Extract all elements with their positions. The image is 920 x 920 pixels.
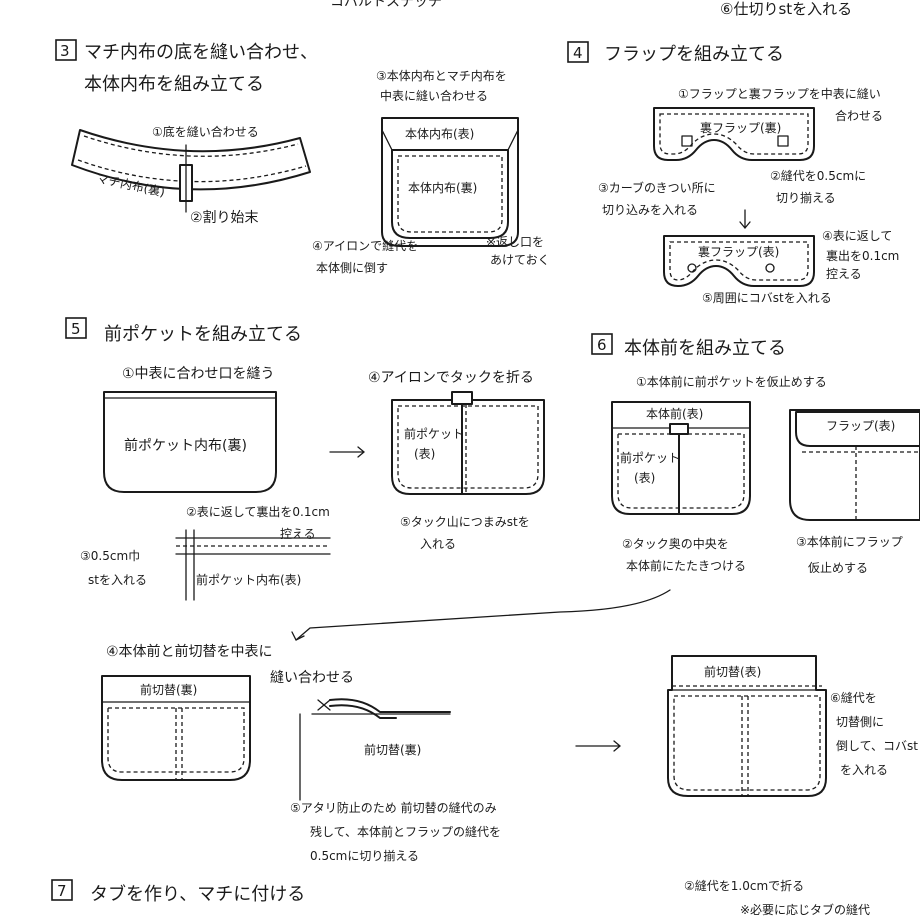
step-3-title-line1: マチ内布の底を縫い合わせ、 xyxy=(84,42,318,63)
step-7-note-extra: ※必要に応じタブの縫代 xyxy=(740,902,870,917)
step-6-note-4-line2: 縫い合わせる xyxy=(270,670,354,686)
step-7-number-box xyxy=(51,879,73,901)
body-front-finished-illustration xyxy=(667,655,827,797)
step-4-note-2-line1: ②縫代を0.5cmに xyxy=(770,168,866,183)
label-back-flap-right: 裏フラップ(表) xyxy=(698,244,779,259)
step-5-note-3-line2: stを入れる xyxy=(88,573,147,587)
step-4-note-1-line2: 合わせる xyxy=(835,108,883,123)
step-5: 5 前ポケットを組み立てる ①中表に合わせ口を縫う 前ポケット内布(裏) ④アイ… xyxy=(65,317,545,601)
label-pocket-front-2: (表) xyxy=(414,447,435,461)
label-pocket-front-1: 前ポケット xyxy=(404,426,464,441)
pocket-front-illustration xyxy=(391,391,545,495)
step-6-note-5-line1: ⑤アタリ防止のため 前切替の縫代のみ xyxy=(290,800,497,815)
step-3-title-line2: 本体内布を組み立てる xyxy=(84,74,264,95)
step-3-note-4-line1: ④アイロンで縫代を xyxy=(312,238,418,253)
step-3-note-5-line1: ※返し口を xyxy=(486,235,544,249)
label-pocket-on-body-1: 前ポケット xyxy=(620,450,680,465)
label-body-front: 本体前(表) xyxy=(646,406,703,421)
label-back-flap-wrong: 裏フラップ(裏) xyxy=(700,120,781,135)
step-4-title: フラップを組み立てる xyxy=(604,44,784,65)
step-5-note-2-line1: ②表に返して裏出を0.1cm xyxy=(186,504,330,519)
step-5-note-1: ①中表に合わせ口を縫う xyxy=(122,366,275,382)
step-3-note-1: ①底を縫い合わせる xyxy=(152,124,259,139)
body-front-joined-illustration xyxy=(101,675,251,781)
step-7-number: 7 xyxy=(57,882,67,900)
step-6-number: 6 xyxy=(597,336,607,354)
step-7-note-2: ②縫代を1.0cmで折る xyxy=(684,878,804,893)
step-5-note-3-line1: ③0.5cm巾 xyxy=(80,549,140,563)
step-3-note-4-line2: 本体側に倒す xyxy=(316,261,388,275)
pocket-inner-illustration xyxy=(103,391,277,493)
step-6-note-6-line1: ⑥縫代を xyxy=(830,690,877,705)
step-6-note-6-line2: 切替側に xyxy=(836,715,884,729)
step-5-note-5-line1: ⑤タック山につまみstを xyxy=(400,515,530,529)
step-4-note-3-line2: 切り込みを入れる xyxy=(602,203,698,217)
step-6-note-6-line3: 倒して、コバst xyxy=(836,739,918,753)
label-front-switch-right: 前切替(表) xyxy=(704,664,761,679)
step-6-number-box xyxy=(591,333,613,355)
step-5-number: 5 xyxy=(71,320,81,338)
label-front-switch-2: 前切替(裏) xyxy=(364,742,421,757)
label-pocket-inner-wrong: 前ポケット内布(裏) xyxy=(124,437,247,454)
step-6: 6 本体前を組み立てる ①本体前に前ポケットを仮止めする 本体前(表) 前ポケッ… xyxy=(101,333,920,863)
step-7-title: タブを作り、マチに付ける xyxy=(90,883,305,905)
body-front-with-pocket-illustration xyxy=(611,401,751,515)
step-3-note-2: ②割り始末 xyxy=(190,209,259,226)
step-6-note-3-line2: 仮止めする xyxy=(808,561,868,575)
step-4-note-4-line2: 裏出を0.1cm xyxy=(826,248,899,263)
body-front-with-flap-illustration xyxy=(789,409,920,521)
seam-cross-section xyxy=(299,698,451,801)
step-4-note-1-line1: ①フラップと裏フラップを中表に縫い xyxy=(678,86,881,101)
step-6-note-4-line1: ④本体前と前切替を中表に xyxy=(106,643,273,660)
step-6-note-6-line4: を入れる xyxy=(840,763,888,777)
step-6-note-1: ①本体前に前ポケットを仮止めする xyxy=(636,374,827,389)
pocket-seam-detail xyxy=(175,529,331,601)
step-6-note-2-line2: 本体前にたたきつける xyxy=(626,558,746,573)
step-5-note-4: ④アイロンでタックを折る xyxy=(368,370,534,386)
step-4-number: 4 xyxy=(573,44,583,62)
step-6-title: 本体前を組み立てる xyxy=(624,338,786,359)
flap-front-illustration xyxy=(663,235,815,287)
step-4: 4 フラップを組み立てる ①フラップと裏フラップを中表に縫い 合わせる 裏フラッ… xyxy=(567,41,899,305)
step-5-note-2-line2: 控える xyxy=(280,527,316,541)
step-4-note-4-line3: 控える xyxy=(826,267,862,281)
step-7: 7 タブを作り、マチに付ける ②縫代を1.0cmで折る ※必要に応じタブの縫代 xyxy=(51,878,870,917)
step-4-note-4-line1: ④表に返して xyxy=(822,229,892,243)
body-inner-bag-illustration xyxy=(381,117,519,247)
step-4-number-box xyxy=(567,41,589,63)
step-3-number: 3 xyxy=(60,42,70,60)
step-6-note-5-line2: 残して、本体前とフラップの縫代を xyxy=(310,824,501,839)
label-front-switch-1: 前切替(裏) xyxy=(140,682,197,697)
label-pocket-on-body-2: (表) xyxy=(634,471,655,485)
flap-back-illustration xyxy=(653,107,815,161)
step-5-title: 前ポケットを組み立てる xyxy=(104,324,302,345)
step-6-note-5-line3: 0.5cmに切り揃える xyxy=(310,848,419,863)
step-4-note-3-line1: ③カーブのきつい所に xyxy=(598,180,716,195)
step-6-note-2-line1: ②タック奥の中央を xyxy=(622,536,729,551)
step-3-note-3-line2: 中表に縫い合わせる xyxy=(380,88,488,103)
step-3-note-5-line2: あけておく xyxy=(490,253,550,267)
step-5-note-5-line2: 入れる xyxy=(420,537,456,551)
label-pocket-inner-right: 前ポケット内布(表) xyxy=(196,572,301,587)
step-3-number-box xyxy=(55,39,77,61)
label-flap-right: フラップ(表) xyxy=(826,419,895,433)
header-top-left: コバルトステッチ xyxy=(330,0,442,10)
step-5-number-box xyxy=(65,317,87,339)
step-4-note-5: ⑤周囲にコバstを入れる xyxy=(702,291,832,305)
step-3-note-3-line1: ③本体内布とマチ内布を xyxy=(376,69,507,83)
header-top-right: ⑥仕切りstを入れる xyxy=(720,0,852,18)
label-body-inner-back: 本体内布(裏) xyxy=(408,180,477,195)
machi-strip-illustration xyxy=(71,129,311,213)
step-4-note-2-line2: 切り揃える xyxy=(776,190,836,205)
step-3: 3 マチ内布の底を縫い合わせ、 本体内布を組み立てる ①底を縫い合わせる マチ内… xyxy=(55,39,550,275)
label-body-inner-front: 本体内布(表) xyxy=(405,127,474,141)
step-6-note-3-line1: ③本体前にフラップ xyxy=(796,534,903,549)
